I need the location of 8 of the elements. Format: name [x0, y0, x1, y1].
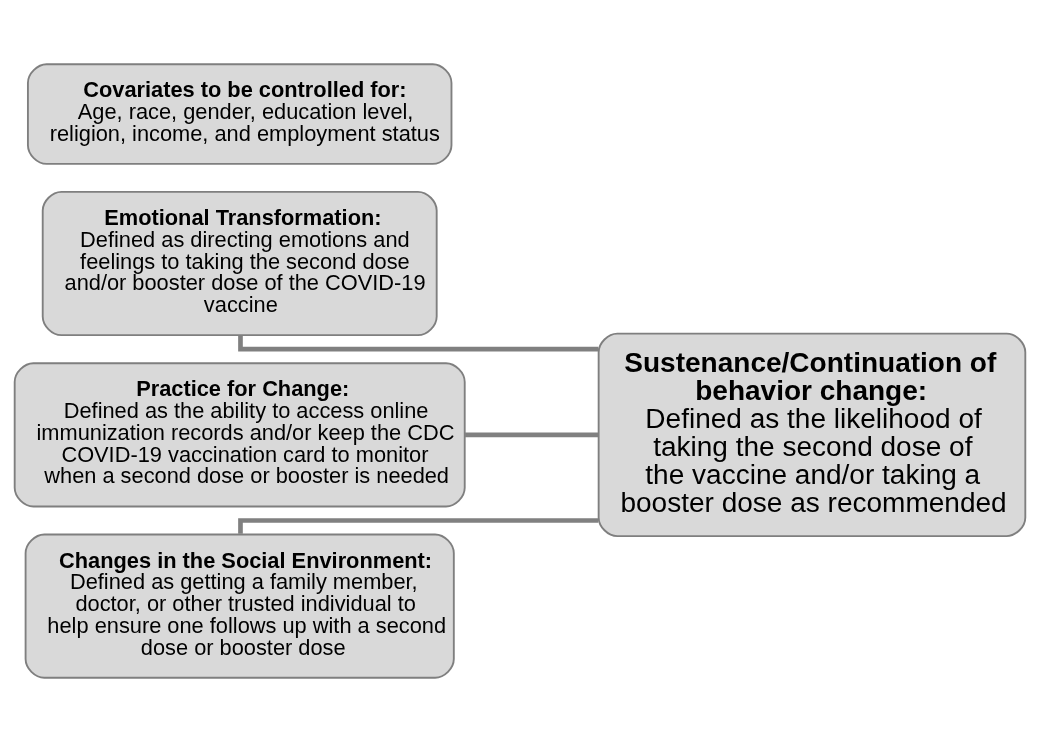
node-box: Covariates to be controlled for: Age, race, gender, education level, religion, income, and employment status: [27, 62, 453, 165]
node-box: Changes in the Social Environment: Defined as getting a family member, doctor, or other trusted individual to help ensure one follows up with a second dose or booster dose: [24, 533, 455, 679]
node-box: Practice for Change: Defined as the ability to access online immunization records and/or keep the CDC COVID-19 vaccination card to monitor when a second dose or booster is needed: [13, 361, 466, 507]
node-box: Emotional Transformation: Defined as directing emotions and feelings to taking the second dose and/or booster dose of the COVID-19 vaccine: [41, 190, 438, 336]
connector: [238, 335, 599, 352]
connector: [238, 517, 599, 534]
connector: [465, 432, 599, 437]
node-box: Sustenance/Continuation of behavior change: Defined as the likelihood of taking the second dose of the vaccine and/or taking a booster dose as recommended: [597, 332, 1027, 537]
